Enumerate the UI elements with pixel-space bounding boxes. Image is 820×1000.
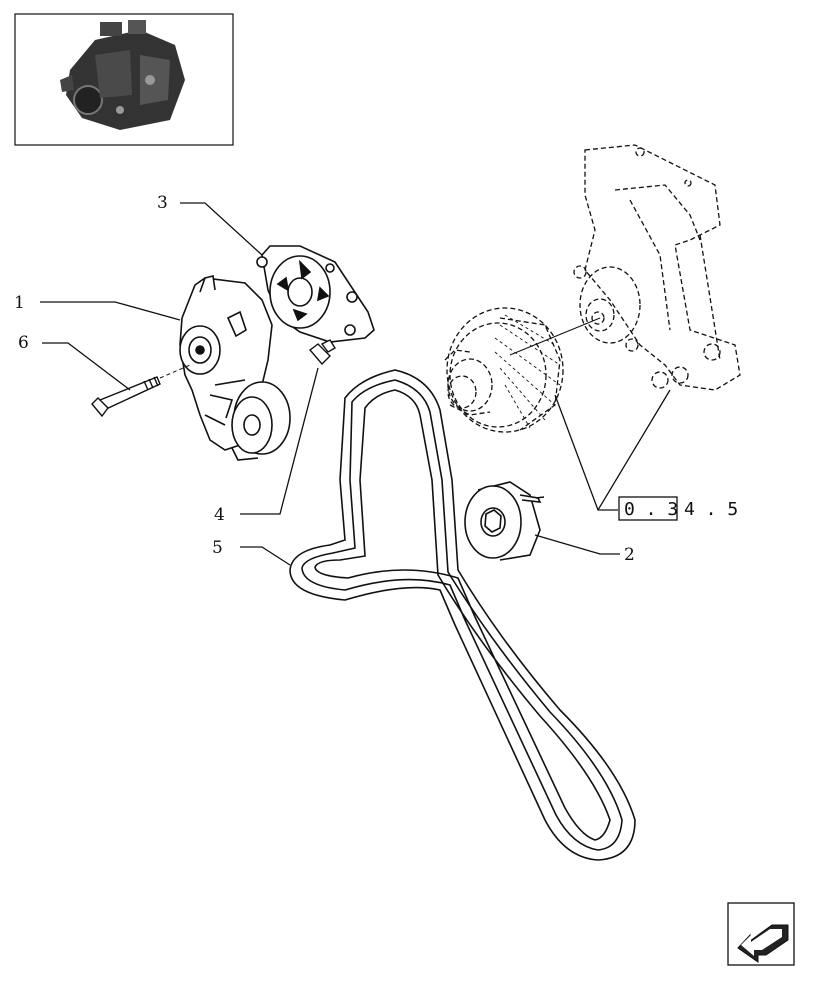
leader-line-3 xyxy=(180,202,263,256)
reference-assembly-dashed xyxy=(573,144,741,391)
pulley-hub-dashed xyxy=(444,307,564,433)
pulley-hatching xyxy=(494,314,561,429)
small-bolt[interactable] xyxy=(308,339,336,366)
pump-axis-line xyxy=(509,317,601,356)
reference-rest-text: 4 . 5 xyxy=(684,499,738,520)
engine-thumbnail[interactable] xyxy=(14,13,234,146)
drive-belt[interactable] xyxy=(289,369,636,861)
long-bolt[interactable] xyxy=(91,376,161,418)
leader-lines xyxy=(40,202,671,566)
callout-4: 4 xyxy=(214,505,225,525)
previous-page-arrow-icon xyxy=(737,924,789,963)
callout-6: 6 xyxy=(18,333,29,353)
engine-thumbnail-icon xyxy=(60,20,185,130)
leader-line-4 xyxy=(240,367,319,515)
leader-line-5 xyxy=(240,546,291,566)
leader-line-1 xyxy=(40,301,181,321)
callout-5: 5 xyxy=(212,538,223,558)
tensioner-axis-line xyxy=(159,364,191,379)
reference-boxed-text: 0 . 3 xyxy=(624,499,678,520)
callout-2: 2 xyxy=(624,545,635,565)
idler-pulley[interactable] xyxy=(464,481,545,561)
leader-line-2 xyxy=(534,534,620,555)
callout-1: 1 xyxy=(14,293,25,313)
previous-page-button[interactable] xyxy=(727,902,795,966)
leader-line-ref-b xyxy=(597,389,671,511)
reference-box xyxy=(618,496,678,521)
belt-tensioner[interactable] xyxy=(179,275,291,461)
callout-3: 3 xyxy=(157,193,168,213)
tensioner-bracket[interactable] xyxy=(256,245,375,343)
leader-line-6 xyxy=(42,342,131,391)
